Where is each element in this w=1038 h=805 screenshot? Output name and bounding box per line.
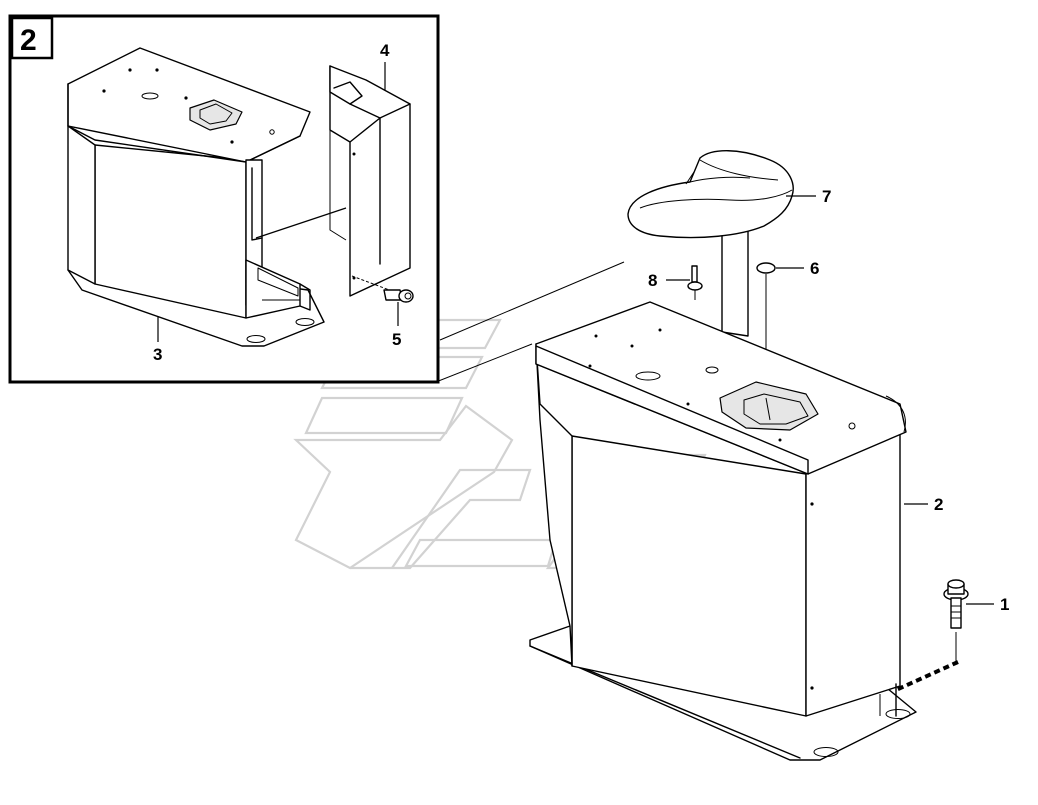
callout-8: 8 (648, 271, 657, 290)
console-housing (529, 301, 917, 761)
bolt-8 (687, 265, 703, 300)
inset-number-box (10, 16, 54, 60)
main-callouts: 7 8 6 2 1 (648, 187, 1009, 614)
callout-1: 1 (1000, 595, 1009, 614)
callout-2: 2 (934, 495, 943, 514)
armrest-cover (627, 150, 794, 337)
inset-console-housing (67, 47, 325, 347)
callout-6: 6 (810, 259, 819, 278)
callout-7: 7 (822, 187, 831, 206)
callout-3: 3 (153, 345, 162, 364)
inset-number: 2 (20, 24, 37, 57)
callout-5: 5 (392, 330, 401, 349)
bolt-1 (895, 579, 969, 692)
inset-callouts: 4 3 5 (153, 41, 401, 364)
inset-side-panel (329, 65, 411, 297)
callout-4: 4 (380, 41, 390, 60)
inset-bolt (351, 275, 414, 303)
